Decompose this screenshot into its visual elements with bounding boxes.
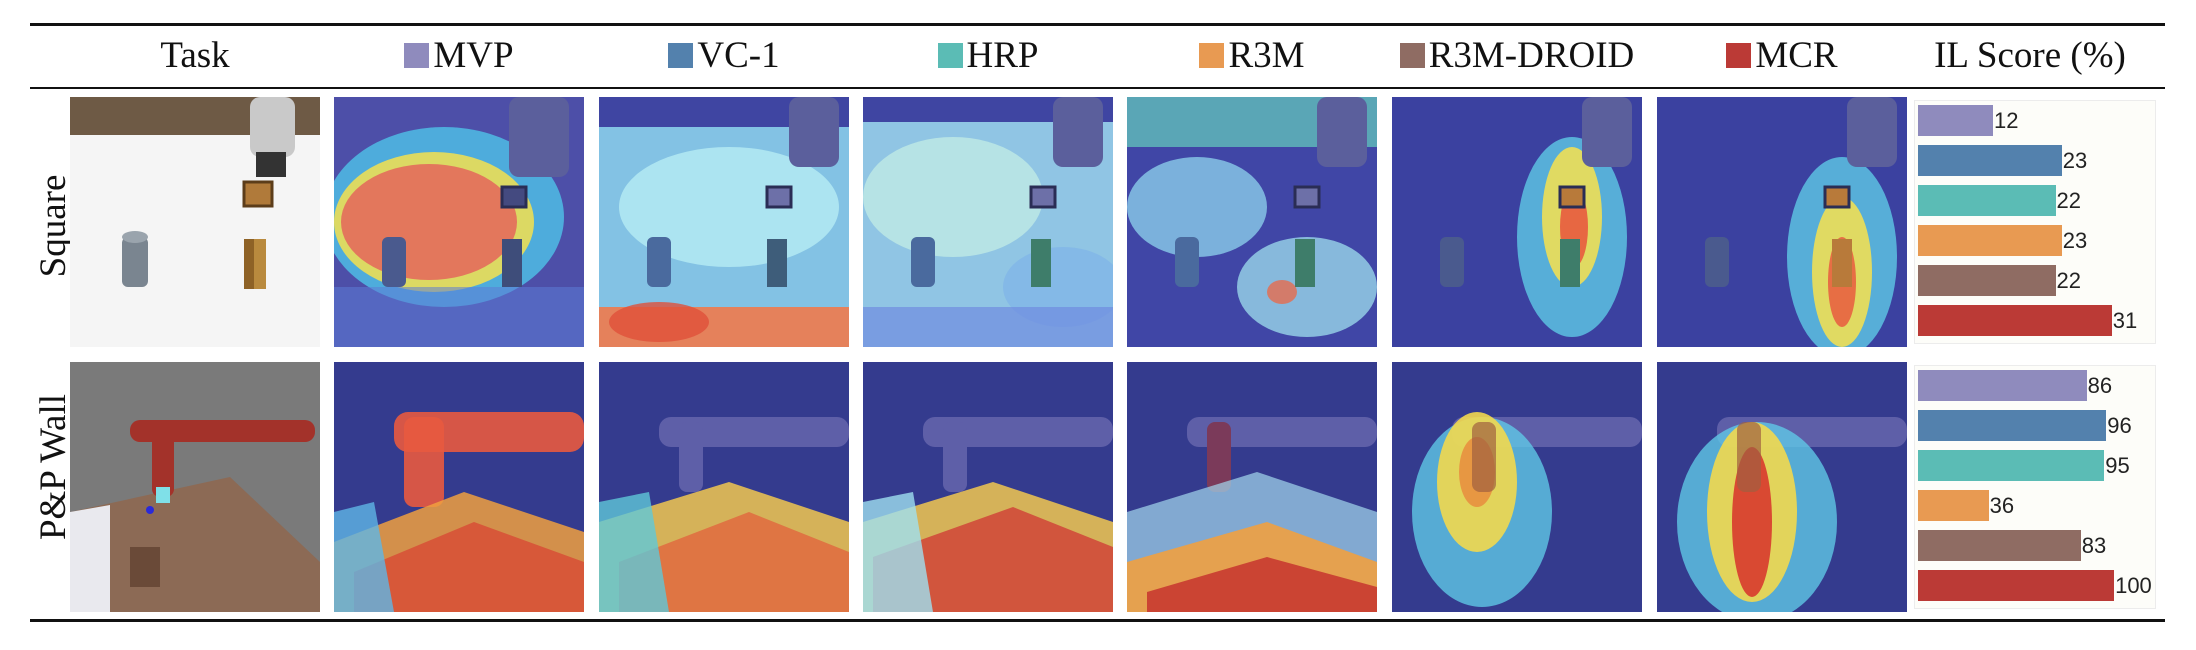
legend-swatch [937,42,963,68]
square-heatmap-vc1 [599,97,849,347]
square-task-image [70,97,320,347]
method-label: VC-1 [697,34,780,76]
square-heatmap-mcr [1657,97,1907,347]
bar-mvp [1918,370,2087,401]
pp-wall-heatmap-r3m [1127,362,1377,612]
bar-value-label: 100 [2115,573,2152,598]
score-header-label: IL Score (%) [1934,34,2126,76]
method-header-hrp: HRP [863,30,1113,80]
legend-swatch [1726,42,1752,68]
bar-r3m-droid [1918,265,2056,296]
bar-value-label: 96 [2107,413,2132,438]
square-heatmap-mvp [334,97,584,347]
square-heatmap-r3m [1127,97,1377,347]
pp-wall-heatmap-mcr [1657,362,1907,612]
method-header-r3m-droid: R3M-DROID [1392,30,1642,80]
pp-wall-heatmap-r3m-droid [1392,362,1642,612]
method-header-r3m: R3M [1127,30,1377,80]
bar-hrp [1918,185,2056,216]
bar-value-label: 23 [2062,148,2088,173]
method-header-vc-1: VC-1 [599,30,849,80]
header-rule [30,87,2165,89]
bar-r3m-droid [1918,530,2081,561]
bar-value-label: 22 [2056,188,2081,213]
pp-wall-heatmap-vc1 [599,362,849,612]
legend-swatch [1199,42,1225,68]
task-header: Task [70,30,320,80]
bar-value-label: 36 [1989,493,2015,518]
bottom-rule [30,619,2165,622]
bar-value-label: 12 [1994,108,2019,133]
pp-wall-heatmap-hrp [863,362,1113,612]
task-header-label: Task [160,34,230,76]
row-label-square: Square [33,174,74,278]
bar-value-label: 22 [2056,268,2081,293]
bar-r3m [1918,225,2062,256]
bar-mcr [1918,570,2115,601]
method-label: MCR [1755,34,1838,76]
il-score-chart-square: 12 23 22 23 22 31 [1914,100,2156,344]
bar-hrp [1918,450,2105,481]
bar-vc-1 [1918,145,2062,176]
il-score-chart-pp-wall: 86 96 95 36 83 100 [1914,365,2156,609]
pp-wall-heatmap-mvp [334,362,584,612]
score-header: IL Score (%) [1910,30,2150,80]
method-label: MVP [433,34,514,76]
legend-swatch [668,42,694,68]
legend-swatch [1399,42,1425,68]
bar-vc-1 [1918,410,2107,441]
bar-r3m [1918,490,1989,521]
bar-value-label: 23 [2062,228,2088,253]
bar-value-label: 83 [2081,533,2107,558]
method-label: R3M-DROID [1428,34,1635,76]
method-header-mcr: MCR [1657,30,1907,80]
top-rule [30,23,2165,26]
legend-swatch [404,42,430,68]
bar-value-label: 31 [2112,308,2138,333]
row-label-pp-wall: P&P Wall [33,393,74,541]
method-header-mvp: MVP [334,30,584,80]
method-label: HRP [966,34,1039,76]
square-heatmap-hrp [863,97,1113,347]
bar-mvp [1918,105,1993,136]
square-heatmap-r3m-droid [1392,97,1642,347]
bar-value-label: 95 [2105,453,2130,478]
method-label: R3M [1228,34,1305,76]
bar-mcr [1918,305,2112,336]
bar-value-label: 86 [2087,373,2113,398]
pp-wall-task-image [70,362,320,612]
